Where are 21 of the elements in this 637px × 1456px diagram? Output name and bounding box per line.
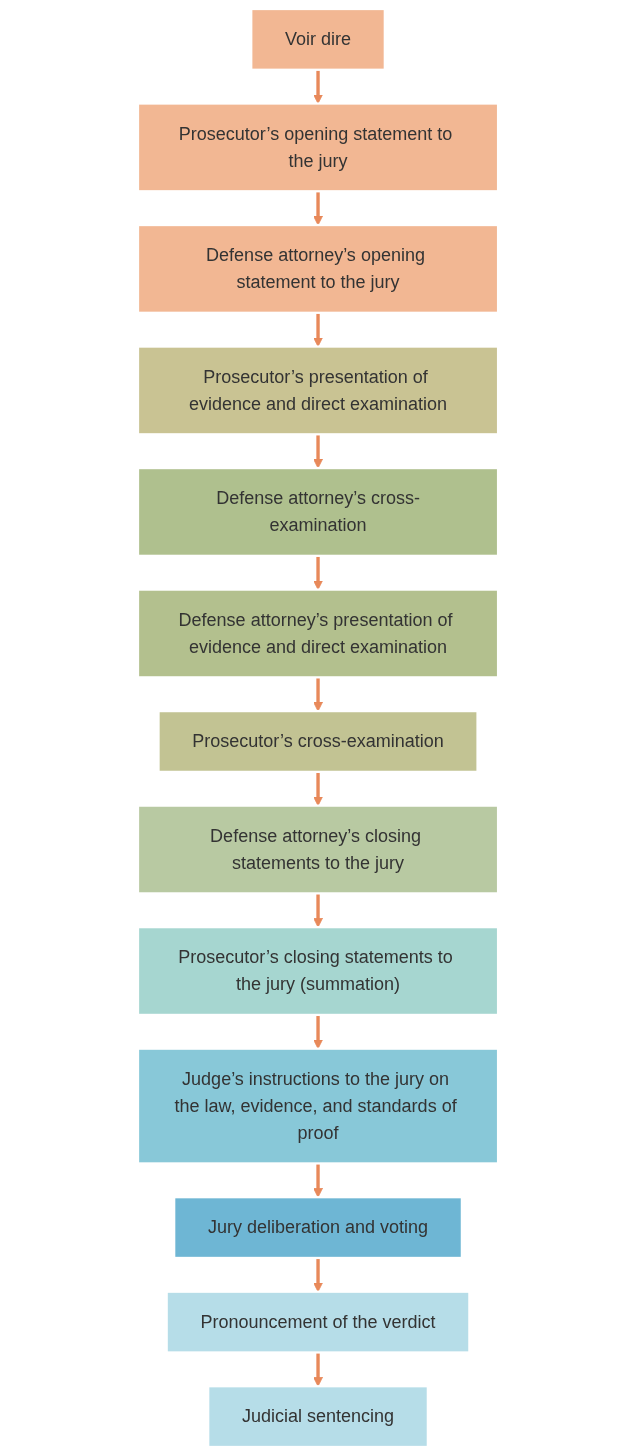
arrow xyxy=(313,893,324,928)
node-box: Judicial sentencing xyxy=(207,1385,430,1449)
arrow xyxy=(313,312,324,347)
arrow xyxy=(313,434,324,469)
arrow xyxy=(313,1352,324,1387)
node-box: Pronouncement of the verdict xyxy=(166,1290,471,1354)
arrow xyxy=(313,69,324,104)
node-box: Jury deliberation and voting xyxy=(173,1196,464,1260)
arrow xyxy=(313,1163,324,1198)
arrow xyxy=(313,677,324,712)
node-box: Judge’s instructions to the jury on the law, evidence, and standards of proof xyxy=(137,1047,500,1165)
node-box: Prosecutor’s closing statements to the jury (summation) xyxy=(137,926,500,1017)
node-box: Prosecutor’s cross-examination xyxy=(157,710,480,773)
node-box: Defense attorney’s presentation of evidence and direct examination xyxy=(137,588,500,679)
arrow xyxy=(313,191,324,226)
node-box: Prosecutor’s opening statement to the jury xyxy=(137,102,500,193)
node-box: Voir dire xyxy=(250,7,387,71)
node-box: Defense attorney’s closing statements to the jury xyxy=(137,804,500,895)
node-box: Defense attorney’s cross-examination xyxy=(137,466,500,557)
node-box: Defense attorney’s opening statement to the jury xyxy=(137,223,500,314)
node-box: Prosecutor’s presentation of evidence and direct examination xyxy=(137,345,500,436)
